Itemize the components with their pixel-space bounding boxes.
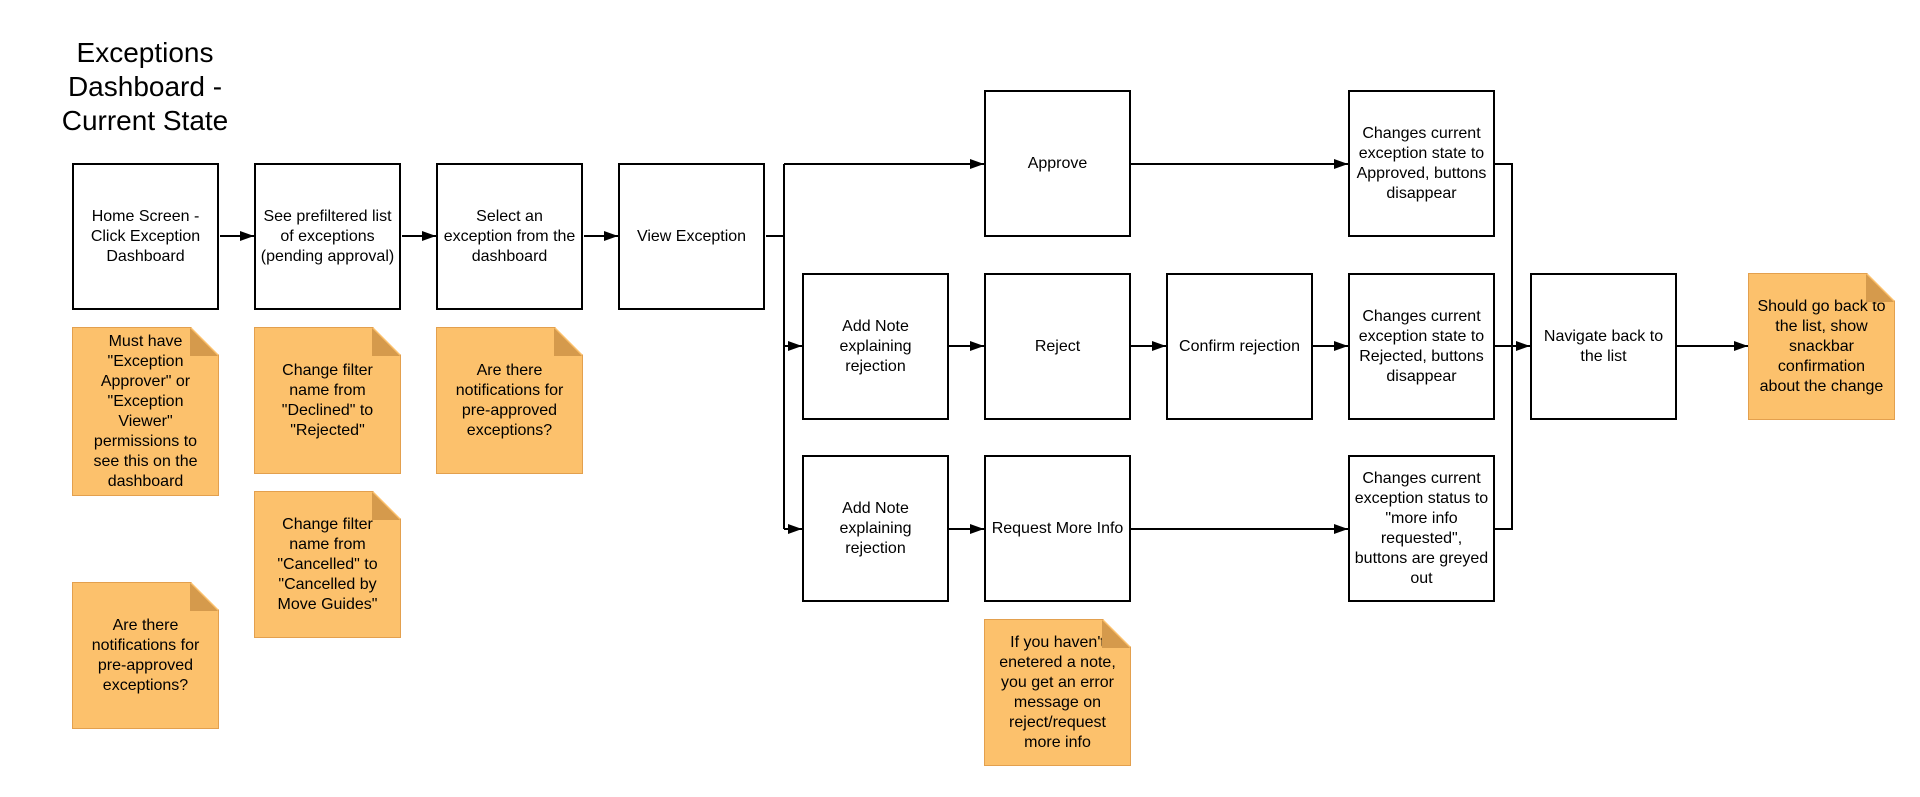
- note-text: Change filter name from "Cancelled" to "…: [277, 515, 378, 613]
- merge-approved: [1494, 163, 1513, 346]
- box-request-more-info: Request More Info: [984, 455, 1131, 602]
- note-cancelled-filter: Change filter name from "Cancelled" to "…: [254, 491, 401, 638]
- box-view-exception: View Exception: [618, 163, 765, 310]
- note-text: Are there notifications for pre-approved…: [91, 616, 200, 694]
- box-reject: Reject: [984, 273, 1131, 420]
- note-declined-filter: Change filter name from "Declined" to "R…: [254, 327, 401, 474]
- note-text: Should go back to the list, show snackba…: [1757, 297, 1886, 395]
- diagram-title: Exceptions Dashboard - Current State: [61, 37, 229, 136]
- merge-info: [1494, 346, 1513, 530]
- note-text: Change filter name from "Declined" to "R…: [281, 361, 374, 439]
- box-confirm-rejection: Confirm rejection: [1166, 273, 1313, 420]
- branch-view-to-actions: [766, 164, 785, 237]
- note-notifications-1: Are there notifications for pre-approved…: [436, 327, 583, 474]
- box-navigate-back: Navigate back to the list: [1530, 273, 1677, 420]
- note-text: If you haven't enetered a note, you get …: [999, 633, 1116, 751]
- box-state-more-info: Changes current exception status to "mor…: [1348, 455, 1495, 602]
- box-state-rejected: Changes current exception state to Rejec…: [1348, 273, 1495, 420]
- box-approve: Approve: [984, 90, 1131, 237]
- box-select-exception: Select an exception from the dashboard: [436, 163, 583, 310]
- note-permissions: Must have "Exception Approver" or "Excep…: [72, 327, 219, 496]
- box-prefiltered-list: See prefiltered list of exceptions (pend…: [254, 163, 401, 310]
- note-snackbar: Should go back to the list, show snackba…: [1748, 273, 1895, 420]
- box-add-note-reject: Add Note explaining rejection: [802, 273, 949, 420]
- box-add-note-info: Add Note explaining rejection: [802, 455, 949, 602]
- note-text: Must have "Exception Approver" or "Excep…: [93, 332, 198, 490]
- note-notifications-2: Are there notifications for pre-approved…: [72, 582, 219, 729]
- note-text: Are there notifications for pre-approved…: [455, 361, 564, 439]
- note-error-message: If you haven't enetered a note, you get …: [984, 619, 1131, 766]
- box-home-screen: Home Screen - Click Exception Dashboard: [72, 163, 219, 310]
- box-state-approved: Changes current exception state to Appro…: [1348, 90, 1495, 237]
